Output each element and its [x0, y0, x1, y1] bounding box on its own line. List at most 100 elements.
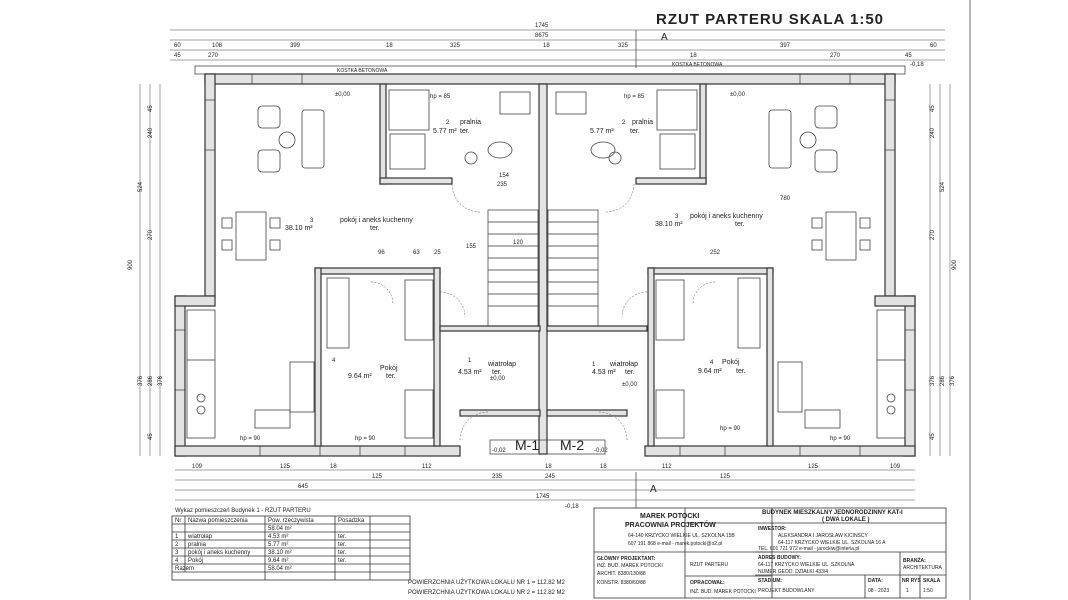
- entrance-step: [489, 439, 606, 455]
- dim-left-6: 286: [148, 375, 154, 386]
- dim-bot-total: 1745: [536, 494, 550, 500]
- schedule-r2-floor: ter.: [338, 550, 347, 556]
- room-floor-wiatrolap-right: ter.: [625, 369, 635, 376]
- tb-designer-contact: 607 191 868 e-mail - marek.potocki@o2.pl: [628, 541, 722, 547]
- dim-top-1: 45: [174, 53, 181, 59]
- dim-bot-7: 245: [545, 474, 556, 480]
- paving-strip: [194, 65, 906, 75]
- section-marker-bottom: A: [650, 484, 657, 495]
- schedule-r0-area: 4.53 m²: [268, 534, 288, 540]
- room-num-pralnia-right: 2: [622, 120, 626, 126]
- room-num-aneks-left: 3: [310, 218, 314, 224]
- dim-bot-12: 109: [890, 464, 901, 470]
- dim-bot-3: 125: [372, 474, 383, 480]
- tb-investor-name: ALEKSANDRA I JAROSŁAW KICINSCY: [778, 533, 869, 539]
- dim-left-8: 45: [148, 433, 154, 440]
- dim-bot-1: 125: [280, 464, 291, 470]
- section-marker-top: A: [661, 32, 668, 43]
- tb-prepared-label: OPRACOWAŁ:: [690, 580, 725, 586]
- bottom-dimensions: 109 125 18 125 112 235 18 245 18 112 125…: [175, 464, 915, 501]
- room-area-pralnia-left: 5.77 m²: [433, 128, 457, 135]
- door-swings: [370, 183, 716, 441]
- paving-label-left: KOSTKA BETONOWA: [337, 68, 388, 74]
- room-floor-aneks-right: ter.: [735, 221, 745, 228]
- dim-inner-6: 96: [378, 250, 385, 256]
- top-dimensions: 1745 8675 60 45 270 108 399 18 325 18 32…: [170, 23, 945, 61]
- room-name-aneks-right: pokój i aneks kuchenny: [690, 213, 763, 220]
- schedule-total-label: Razem: [175, 566, 194, 572]
- tb-prepared-name: INŻ. BUD. MAREK POTOCKI: [690, 588, 756, 595]
- dim-inner-4: 780: [780, 196, 791, 202]
- furniture-left: [186, 89, 531, 439]
- schedule-header-area: Pow. rzeczywista: [268, 518, 314, 524]
- schedule-total-top: 58.04 m²: [268, 526, 292, 532]
- room-name-pralnia-right: pralnia: [632, 119, 653, 126]
- room-num-aneks-right: 3: [675, 214, 679, 220]
- dim-top-0: 60: [174, 43, 181, 49]
- dim-inner-5: 252: [710, 250, 721, 256]
- paving-label-right: KOSTKA BETONOWA: [672, 62, 723, 68]
- level-left-top: ±0,00: [335, 92, 351, 98]
- room-floor-pokoj-right: ter.: [736, 368, 746, 375]
- dim-right-2: 524: [940, 181, 946, 192]
- tb-branch-label: BRANŻA:: [903, 557, 926, 564]
- schedule-r1-name: pralnia: [188, 542, 207, 548]
- schedule-caption: Wykaz pomieszczeń Budynek 1 - RZUT PARTE…: [175, 508, 311, 514]
- room-num-pralnia-left: 2: [446, 120, 450, 126]
- tb-main-designer-arch: ARCHIT. 8380/130/88: [597, 571, 646, 577]
- dim-left-3: 270: [148, 229, 154, 240]
- level-right-top: ±0,00: [730, 92, 746, 98]
- furniture-right: [555, 89, 906, 439]
- tb-date-value: 08 - 2023: [868, 588, 889, 594]
- dim-top-2: 270: [208, 53, 219, 59]
- room-area-wiatrolap-right: 4.53 m²: [592, 369, 616, 376]
- room-area-aneks-left: 38.10 m²: [285, 225, 313, 232]
- dim-bot-half: 645: [298, 484, 309, 490]
- dim-bot-0: 109: [192, 464, 203, 470]
- tb-project-title: BUDYNEK MIESZKALNY JEDNORODZINNY KAT-I: [762, 510, 903, 516]
- right-dimensions: 45 240 524 270 900 376 286 376 45: [929, 84, 958, 456]
- tb-designer-office: PRACOWNIA PROJEKTÓW: [625, 520, 716, 529]
- usable-area-1: POWIERZCHNIA UŻYTKOWA LOKALU NR 1 = 112.…: [408, 579, 566, 586]
- dim-top-8: 325: [618, 43, 629, 49]
- room-area-aneks-right: 38.10 m²: [655, 221, 683, 228]
- level-right-mid: ±0,00: [622, 382, 638, 388]
- tb-project-subtitle: ( DWA LOKALE ): [822, 517, 869, 523]
- tb-date-label: DATA:: [868, 578, 883, 584]
- schedule-header-name: Nazwa pomieszczenia: [188, 518, 248, 524]
- dim-inner-7: 63: [413, 250, 420, 256]
- dim-top-11: 270: [830, 53, 841, 59]
- usable-area-2: POWIERZCHNIA UŻYTKOWA LOKALU NR 2 = 112.…: [408, 589, 566, 596]
- dim-right-5: 376: [930, 375, 936, 386]
- dim-bot-2: 18: [330, 464, 337, 470]
- outer-level-top: -0,18: [910, 62, 924, 68]
- outer-level-bottom: -0,18: [565, 504, 579, 510]
- dim-left-0: 45: [148, 105, 154, 112]
- ground-level-right: -0,02: [594, 448, 608, 454]
- dim-right-8: 45: [930, 433, 936, 440]
- schedule-total-value: 58.04 m²: [268, 566, 292, 572]
- dim-inner-1: 120: [513, 240, 524, 246]
- dim-top-12: 45: [905, 53, 912, 59]
- dim-bot-10: 125: [720, 474, 731, 480]
- dim-top-7: 18: [543, 43, 550, 49]
- left-dimensions: 45 240 524 270 900 376 286 376 45: [128, 84, 164, 456]
- title-block: [593, 507, 947, 599]
- unit-label-m1: M-1: [515, 437, 539, 453]
- schedule-r1-area: 5.77 m²: [268, 542, 288, 548]
- tb-stage-value: PROJEKT BUDOWLANY: [758, 588, 815, 594]
- dim-left-5: 376: [138, 375, 144, 386]
- room-name-wiatrolap-right: wiatrołap: [609, 361, 638, 368]
- tb-investor-label: INWESTOR:: [758, 526, 787, 532]
- room-floor-pralnia-right: ter.: [630, 128, 640, 135]
- level-left-mid: ±0,00: [490, 376, 506, 382]
- schedule-header-floor: Posadzka: [338, 518, 365, 524]
- room-name-pralnia-left: pralnia: [460, 119, 481, 126]
- dim-top-5: 18: [386, 43, 393, 49]
- hp90-left-2: hp = 90: [355, 436, 376, 442]
- stairs-right: [547, 209, 599, 327]
- dim-left-1: 240: [148, 127, 154, 138]
- dim-top-half: 8675: [535, 33, 549, 39]
- room-num-wiatrolap-right: 1: [592, 362, 596, 368]
